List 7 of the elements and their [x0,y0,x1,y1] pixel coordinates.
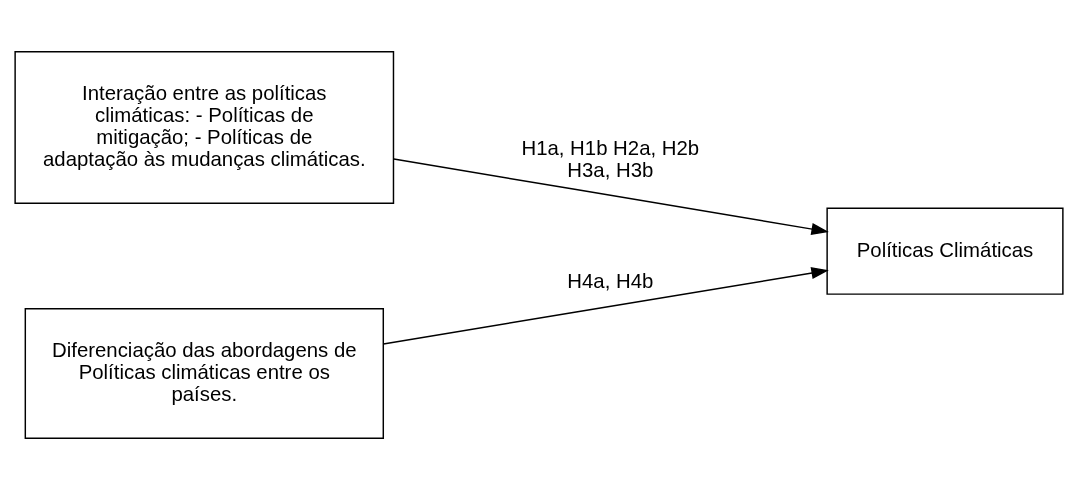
arrow [393,157,829,235]
edge-label: H4a, H4b [567,269,654,292]
edge-label: H1a, H1b H2a, H2b H3a, H3b [521,136,700,181]
node-box: Interação entre as políticas climáticas: - Políticas de mitigação; - Políticas de adaptação às mudanças climáticas. [14,50,395,204]
node-box: Políticas Climáticas [826,207,1064,295]
node-box: Diferenciação das abordagens de Políticas climáticas entre os países. [24,307,385,439]
arrow [382,266,829,345]
